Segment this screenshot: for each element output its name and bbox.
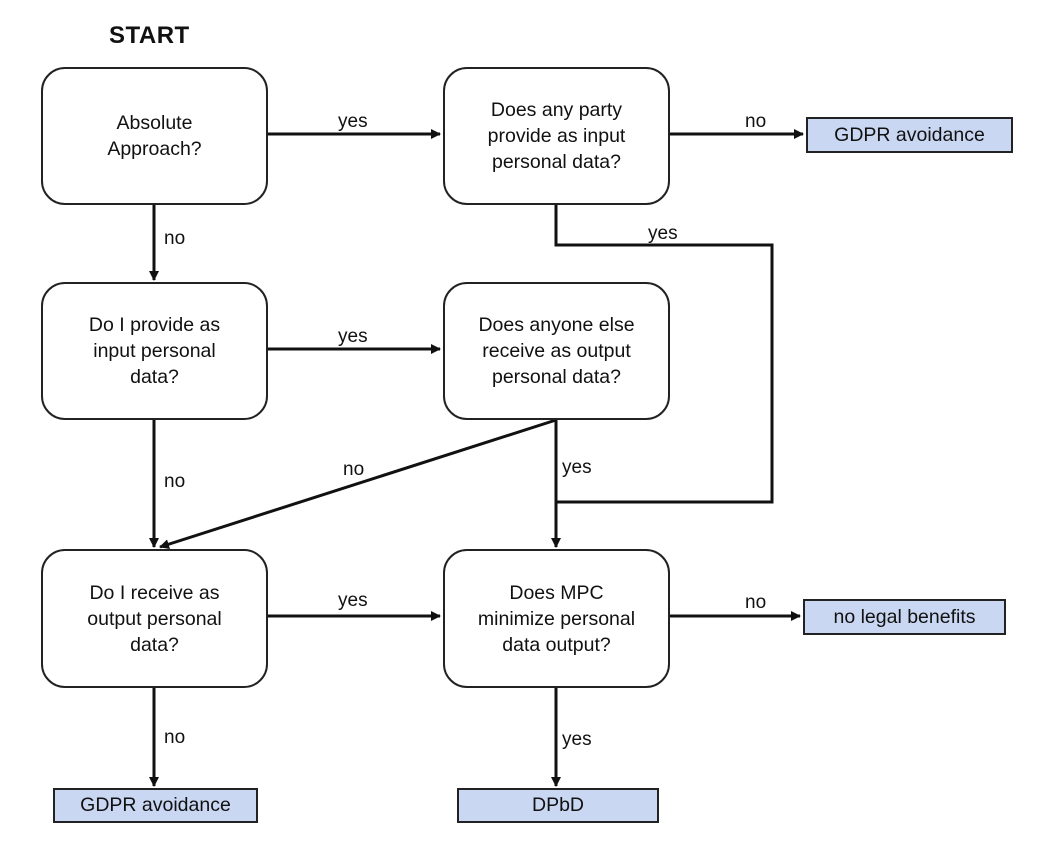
terminal-gdpr-avoidance-top: GDPR avoidance: [806, 117, 1013, 153]
label-else-no: no: [343, 459, 365, 480]
terminal-dpbd: DPbD: [457, 788, 659, 823]
node-i-output: Do I receive as output personal data?: [41, 549, 268, 688]
label-iinput-yes: yes: [338, 326, 368, 347]
terminal-gdpr-avoidance-bottom: GDPR avoidance: [53, 788, 258, 823]
terminal-no-legal-benefits: no legal benefits: [803, 599, 1006, 635]
label-mpc-no: no: [745, 592, 767, 613]
label-absolute-yes: yes: [338, 111, 368, 132]
node-i-input: Do I provide as input personal data?: [41, 282, 268, 420]
node-else-output: Does anyone else receive as output perso…: [443, 282, 670, 420]
label-party-no: no: [745, 111, 767, 132]
label-party-yes: yes: [648, 223, 678, 244]
node-absolute-approach: Absolute Approach?: [41, 67, 268, 205]
edge-party-yes-to-mpc: [554, 205, 774, 504]
label-mpc-yes: yes: [562, 729, 592, 750]
node-party-input: Does any party provide as input personal…: [443, 67, 670, 205]
node-mpc: Does MPC minimize personal data output?: [443, 549, 670, 688]
start-title: START: [109, 22, 190, 49]
edge-else-no-to-ioutput: [159, 418, 557, 550]
label-else-yes: yes: [562, 457, 592, 478]
label-ioutput-no: no: [164, 727, 186, 748]
label-iinput-no: no: [164, 471, 186, 492]
label-ioutput-yes: yes: [338, 590, 368, 611]
label-absolute-no: no: [164, 228, 186, 249]
